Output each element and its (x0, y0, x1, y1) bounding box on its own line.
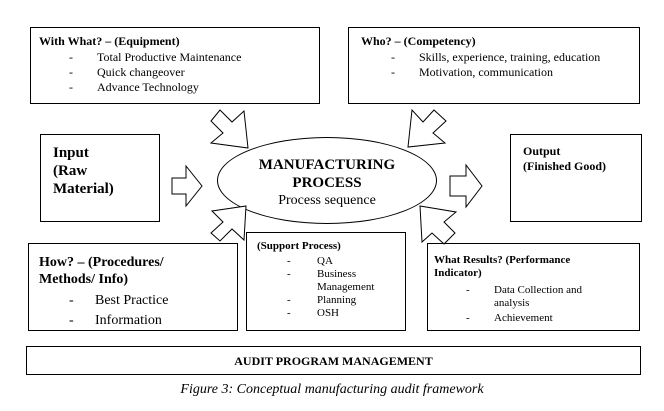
arrow-competency-to-process (407, 108, 447, 148)
arrow-process-to-results (419, 205, 458, 245)
arrow-procedures-to-process (210, 205, 247, 242)
support-item: -OSH (287, 307, 340, 319)
procedures-box: How? – (Procedures/ Methods/ Info) -Best… (28, 243, 238, 331)
equipment-item: -Quick changeover (69, 65, 185, 79)
support-item: -Business Management (287, 268, 375, 293)
manufacturing-process-ellipse: MANUFACTURING PROCESS Process sequence (217, 137, 437, 224)
competency-item: -Skills, experience, training, education (391, 50, 601, 64)
process-title: MANUFACTURING PROCESS (258, 157, 396, 191)
equipment-item: -Total Productive Maintenance (69, 50, 242, 64)
equipment-item: -Advance Technology (69, 80, 199, 94)
input-label: Input (Raw Material) (53, 145, 114, 197)
procedures-title: How? – (Procedures/ Methods/ Info) (39, 255, 164, 287)
figure-caption: Figure 3: Conceptual manufacturing audit… (180, 382, 484, 397)
competency-box: Who? – (Competency) -Skills, experience,… (348, 27, 640, 104)
process-subtitle: Process sequence (278, 193, 376, 208)
results-item: -Achievement (466, 312, 553, 324)
procedures-item: -Information (69, 313, 162, 328)
arrow-process-to-output (449, 163, 483, 209)
equipment-list: -Total Productive Maintenance -Quick cha… (69, 50, 319, 95)
support-title: (Support Process) (257, 240, 341, 252)
audit-program-management-bar: AUDIT PROGRAM MANAGEMENT (26, 346, 641, 375)
equipment-title: With What? – (Equipment) (39, 34, 180, 48)
support-item: -Planning (287, 294, 357, 306)
support-process-box: (Support Process) -QA -Business Manageme… (246, 232, 406, 331)
equipment-box: With What? – (Equipment) -Total Producti… (30, 27, 320, 104)
competency-title: Who? – (Competency) (361, 34, 476, 48)
input-box: Input (Raw Material) (40, 134, 160, 222)
procedures-list: -Best Practice -Information (69, 291, 237, 331)
results-title: What Results? (Performance Indicator) (434, 254, 571, 279)
support-list: -QA -Business Management -Planning -OSH (287, 255, 405, 320)
arrow-equipment-to-process (209, 109, 249, 149)
competency-list: -Skills, experience, training, education… (391, 50, 639, 80)
competency-item: -Motivation, communication (391, 65, 553, 79)
output-box: Output (Finished Good) (510, 134, 642, 222)
audit-label: AUDIT PROGRAM MANAGEMENT (234, 354, 433, 368)
results-list: -Data Collection and analysis -Achieveme… (466, 284, 639, 325)
results-box: What Results? (Performance Indicator) -D… (427, 243, 640, 331)
results-item: -Data Collection and analysis (466, 284, 582, 309)
procedures-item: -Best Practice (69, 293, 169, 308)
arrow-input-to-process (171, 164, 203, 208)
output-label: Output (Finished Good) (523, 144, 607, 173)
support-item: -QA (287, 255, 333, 267)
